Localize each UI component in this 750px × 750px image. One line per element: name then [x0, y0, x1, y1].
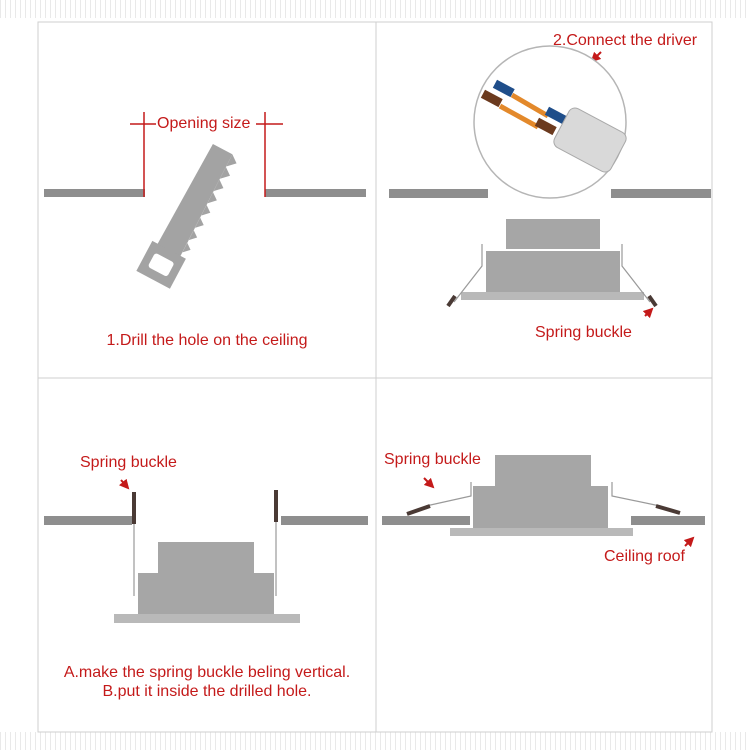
insert-caption-a: A.make the spring buckle beling vertical…: [63, 664, 351, 681]
ceiling-right: [611, 189, 711, 198]
ceiling-left: [44, 189, 145, 197]
lamp-body: [486, 251, 620, 292]
bottom-hatch-band: [0, 732, 750, 750]
ceiling-right: [631, 516, 705, 525]
spring-left: [453, 244, 483, 303]
lamp-flange: [461, 292, 644, 300]
lamp-top-block: [506, 219, 600, 249]
panel-drill: [44, 112, 366, 289]
lamp-top-block: [158, 542, 254, 573]
spring-right-tip: [655, 504, 681, 515]
spring-arrow: [118, 478, 130, 490]
lamp-body: [473, 486, 608, 528]
spring-right: [611, 482, 661, 507]
wire-bundle: [480, 79, 567, 136]
spring-left-tip: [446, 294, 457, 308]
spring-left-tip: [406, 504, 431, 516]
spring-right: [621, 244, 651, 303]
saw-icon: [136, 143, 237, 289]
lamp-flange: [450, 528, 633, 536]
drill-caption: 1.Drill the hole on the ceiling: [106, 332, 308, 349]
spring-right-tip: [647, 294, 658, 308]
ceiling-left: [389, 189, 488, 198]
spring-arrow: [423, 477, 435, 489]
spring-buckle-label: Spring buckle: [80, 454, 177, 471]
panel-driver: [389, 45, 711, 319]
lamp-body: [138, 573, 274, 614]
lamp-top-block: [495, 455, 591, 486]
opening-size-label: Opening size: [157, 115, 251, 132]
lamp-flange: [114, 614, 300, 623]
ceiling-arrow: [683, 536, 695, 548]
spring-arrow: [642, 307, 654, 319]
connect-driver-label: 2.Connect the driver: [553, 32, 698, 49]
spring-buckle-label: Spring buckle: [384, 451, 481, 468]
spring-buckle-label: Spring buckle: [535, 324, 632, 341]
driver-box: [553, 107, 627, 173]
panel-frame-4: [375, 377, 713, 733]
spring-left: [425, 482, 472, 507]
top-hatch-band: [0, 0, 750, 18]
insert-caption-b: B.put it inside the drilled hole.: [102, 683, 312, 700]
ceiling-left: [382, 516, 470, 525]
panel-insert: [44, 478, 368, 623]
ceiling-right: [281, 516, 368, 525]
ceiling-right: [265, 189, 366, 197]
ceiling-roof-label: Ceiling roof: [604, 548, 685, 565]
ceiling-left: [44, 516, 132, 525]
panel-installed: [382, 455, 705, 548]
